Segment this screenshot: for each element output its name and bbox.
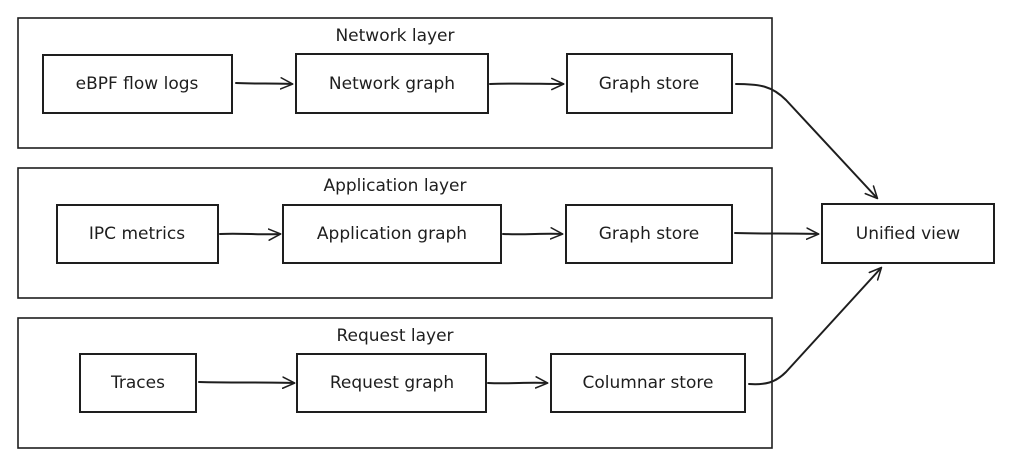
arrow-ipc-to-application-graph [219,234,280,235]
network-layer-frame [17,17,773,149]
network-layer-title: Network layer [335,26,454,46]
columnar-store-node[interactable] [550,353,746,413]
application-graph-node[interactable] [282,204,502,264]
ebpf-flow-logs-node[interactable] [42,54,233,114]
request-layer-title: Request layer [336,326,453,346]
arrow-columnar-store-to-unified-view [748,268,881,386]
arrow-request-graph-to-columnar-store [487,383,547,384]
traces-label: Traces [110,373,165,393]
arrow-network-store-to-unified-view [735,83,877,198]
traces-node[interactable] [79,353,197,413]
arrow-application-store-to-unified-view [734,233,818,234]
request-layer: Request layer Traces Request graph Colum… [17,317,773,449]
network-graph-store-label: Graph store [599,74,700,94]
unified-view-node[interactable] [821,203,995,264]
application-graph-store-node[interactable] [565,204,733,264]
network-graph-node[interactable] [295,53,489,114]
network-graph-store-node[interactable] [566,53,733,114]
request-layer-frame [17,317,773,449]
unified-view-label: Unified view [856,224,961,244]
unified-view-group: Unified view [734,83,995,386]
request-graph-label: Request graph [330,373,454,393]
application-graph-store-label: Graph store [599,224,700,244]
network-graph-label: Network graph [329,74,455,94]
arrow-ebpf-to-network-graph [235,83,292,84]
ipc-metrics-node[interactable] [56,204,219,264]
arrow-traces-to-request-graph [198,382,294,383]
ebpf-flow-logs-label: eBPF flow logs [76,74,199,94]
columnar-store-label: Columnar store [583,373,714,393]
ipc-metrics-label: IPC metrics [89,224,185,244]
network-layer: Network layer eBPF flow logs Network gra… [17,17,773,149]
application-graph-label: Application graph [317,224,467,244]
arrow-application-graph-to-store [502,234,562,235]
application-layer-title: Application layer [323,176,466,196]
request-graph-node[interactable] [296,353,487,413]
application-layer: Application layer IPC metrics Applicatio… [17,167,773,299]
